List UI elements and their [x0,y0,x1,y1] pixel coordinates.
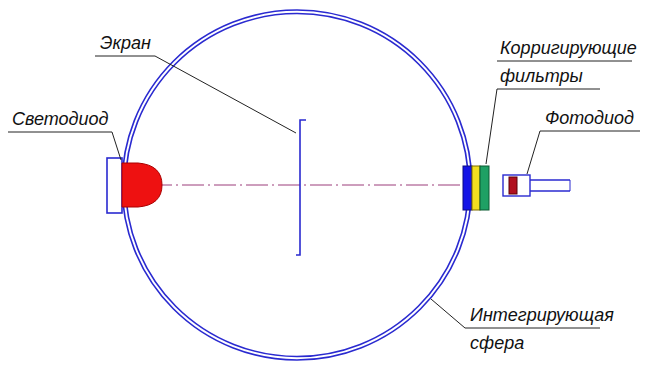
led-dome [122,163,162,207]
filter-yellow [472,166,480,210]
photodiode-body [503,175,530,196]
leader-line [527,131,640,174]
led-base [107,158,122,213]
leader-line [95,56,296,133]
leader-underline [497,61,632,62]
photodiode-lead [530,179,570,180]
photodiode-lead-end [570,180,571,191]
photodiode-lead [530,190,570,191]
led-label: Светодиод [12,105,122,133]
filter-green [480,166,489,210]
sphere-outer [122,10,472,360]
photodiode-label: Фотодиод [545,104,645,132]
photodiode-chip [509,177,517,194]
optical-axis [150,185,470,186]
screen-label: Экран [100,29,220,57]
filter-blue [463,166,472,210]
sphere-label: Интегрирующая сфера [470,301,620,357]
leader-line [8,132,121,160]
screen [296,120,306,255]
filters-label: Корригирующие фильтры [500,34,646,90]
